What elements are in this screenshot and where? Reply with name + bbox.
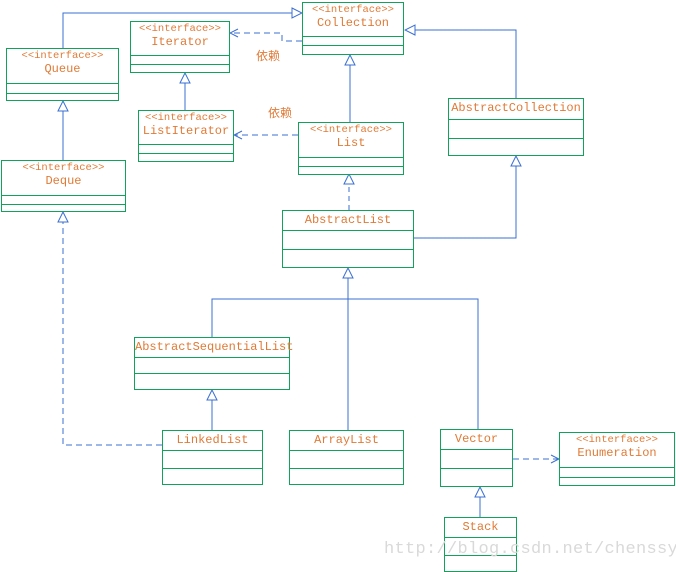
linkedlist-class[interactable]: LinkedList (162, 430, 263, 485)
stack-class[interactable]: Stack (444, 517, 517, 572)
enumeration-class[interactable]: <<interface>> Enumeration (559, 432, 675, 486)
queue-stereotype: <<interface>> (21, 50, 104, 62)
abstractlist-name: AbstractList (304, 213, 392, 227)
list-class[interactable]: <<interface>> List (298, 122, 404, 175)
dependency-label-iterator: 依赖 (256, 49, 281, 63)
list-stereotype: <<interface>> (310, 124, 392, 136)
list-name: List (336, 136, 366, 150)
linkedlist-name: LinkedList (176, 433, 249, 447)
linkedlist-implements-deque (63, 212, 162, 446)
deque-name: Deque (45, 174, 82, 188)
dependency-label-listiterator: 依赖 (268, 106, 293, 120)
collection-stereotype: <<interface>> (312, 4, 394, 16)
collection-depends-iterator (230, 33, 302, 42)
queue-name: Queue (44, 62, 81, 76)
iterator-stereotype: <<interface>> (139, 23, 221, 35)
queue-extends-collection (62, 13, 302, 48)
abstractcollection-name: AbstractCollection (451, 101, 581, 115)
iterator-name: Iterator (151, 35, 209, 49)
deque-class[interactable]: <<interface>> Deque (1, 160, 126, 212)
deque-stereotype: <<interface>> (22, 162, 105, 174)
abstractcollection-implements-collection (405, 30, 517, 98)
abstractsequentiallist-name: AbstractSequentialList (135, 340, 294, 354)
listiterator-class[interactable]: <<interface>> ListIterator (138, 110, 234, 162)
abstractlist-extends-abstractcollection (414, 156, 516, 239)
stack-name: Stack (462, 520, 499, 534)
watermark-text: http://blog.csdn.net/chenssy (384, 540, 676, 559)
enumeration-name: Enumeration (577, 446, 657, 460)
enumeration-stereotype: <<interface>> (576, 434, 658, 446)
arraylist-name: ArrayList (314, 433, 379, 447)
iterator-class[interactable]: <<interface>> Iterator (130, 21, 230, 73)
queue-class[interactable]: <<interface>> Queue (6, 48, 119, 101)
listiterator-stereotype: <<interface>> (145, 112, 227, 124)
collection-class[interactable]: <<interface>> Collection (302, 2, 404, 55)
arraylist-class[interactable]: ArrayList (289, 430, 404, 485)
collection-name: Collection (316, 16, 389, 30)
vector-name: Vector (454, 432, 499, 446)
abstractcollection-class[interactable]: AbstractCollection (448, 98, 584, 156)
listiterator-name: ListIterator (142, 124, 230, 138)
vector-class[interactable]: Vector (440, 429, 513, 487)
abstractlist-class[interactable]: AbstractList (282, 210, 414, 268)
abstractsequentiallist-class[interactable]: AbstractSequentialList (134, 337, 294, 390)
